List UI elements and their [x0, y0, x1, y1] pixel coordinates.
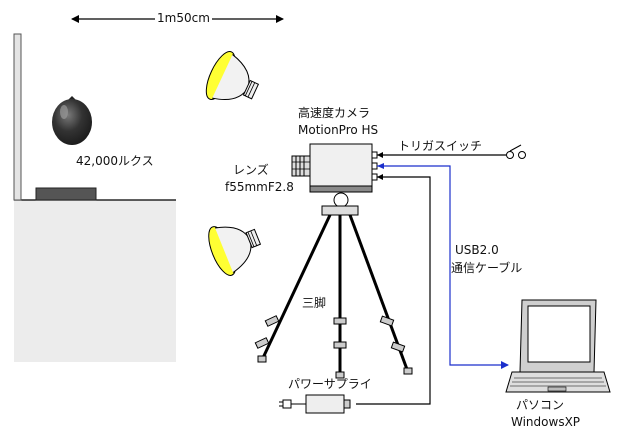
backboard	[13, 33, 22, 201]
balloon	[52, 96, 92, 145]
power-plug	[282, 399, 292, 409]
table	[13, 33, 176, 362]
tripod	[254, 192, 413, 379]
power-supply-label: パワーサプライ	[288, 377, 372, 391]
distance-label: 1m50cm	[155, 11, 212, 26]
lux-label: 42,000ルクス	[76, 154, 154, 168]
lower-lamp	[208, 226, 262, 276]
tripod-label: 三脚	[302, 296, 327, 310]
usb-label-line2: 通信ケーブル	[451, 261, 523, 275]
base-plate	[35, 187, 97, 201]
lens-title-label: レンズ	[233, 163, 269, 177]
usb-cable	[377, 165, 509, 369]
trigger-switch	[377, 144, 526, 159]
power-supply	[279, 394, 351, 414]
high-speed-camera	[291, 143, 378, 193]
upper-lamp	[205, 51, 260, 101]
laptop	[505, 299, 611, 393]
lens-spec-label: f55mmF2.8	[225, 180, 294, 194]
pc-label-line1: パソコン	[516, 398, 565, 412]
camera-body	[309, 143, 373, 193]
power-cable	[356, 176, 431, 405]
pc-label-line2: WindowsXP	[511, 415, 581, 429]
camera-model-label: MotionPro HS	[298, 123, 379, 137]
camera-lens	[291, 155, 311, 177]
usb-label-line1: USB2.0	[455, 243, 499, 257]
camera-name-label: 高速度カメラ	[298, 106, 371, 120]
trigger-switch-label: トリガスイッチ	[398, 139, 483, 153]
